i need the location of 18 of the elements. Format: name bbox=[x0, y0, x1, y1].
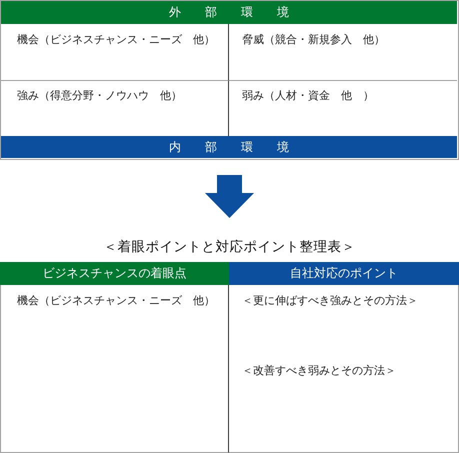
quadrant-heading: 機会（ビジネスチャンス・ニーズ 他） bbox=[17, 33, 215, 46]
column-panel bbox=[229, 285, 459, 453]
column-note: ＜改善すべき弱みとその方法＞ bbox=[242, 364, 396, 377]
column-note: 機会（ビジネスチャンス・ニーズ 他） bbox=[17, 294, 215, 307]
section-band: 外 部 環 境 bbox=[1, 1, 457, 24]
column-header: ビジネスチャンスの着眼点 bbox=[0, 262, 229, 285]
summary-table bbox=[0, 238, 459, 453]
section-band: 内 部 環 境 bbox=[1, 136, 457, 158]
quadrant-heading: 強み（得意分野・ノウハウ 他） bbox=[17, 89, 182, 102]
quadrant-panel bbox=[1, 24, 229, 81]
table-title: ＜着眼ポイントと対応ポイント整理表＞ bbox=[104, 239, 356, 255]
matrix-table bbox=[0, 0, 459, 160]
column-note: ＜更に伸ばすべき強みとその方法＞ bbox=[242, 294, 418, 307]
quadrant-heading: 脅威（競合・新規参入 他） bbox=[242, 33, 385, 46]
quadrant-heading: 弱み（人材・資金 他 ） bbox=[242, 89, 374, 102]
column-header: 自社対応のポイント bbox=[229, 262, 459, 285]
column-panel bbox=[0, 285, 229, 453]
block-arrow bbox=[205, 175, 254, 218]
